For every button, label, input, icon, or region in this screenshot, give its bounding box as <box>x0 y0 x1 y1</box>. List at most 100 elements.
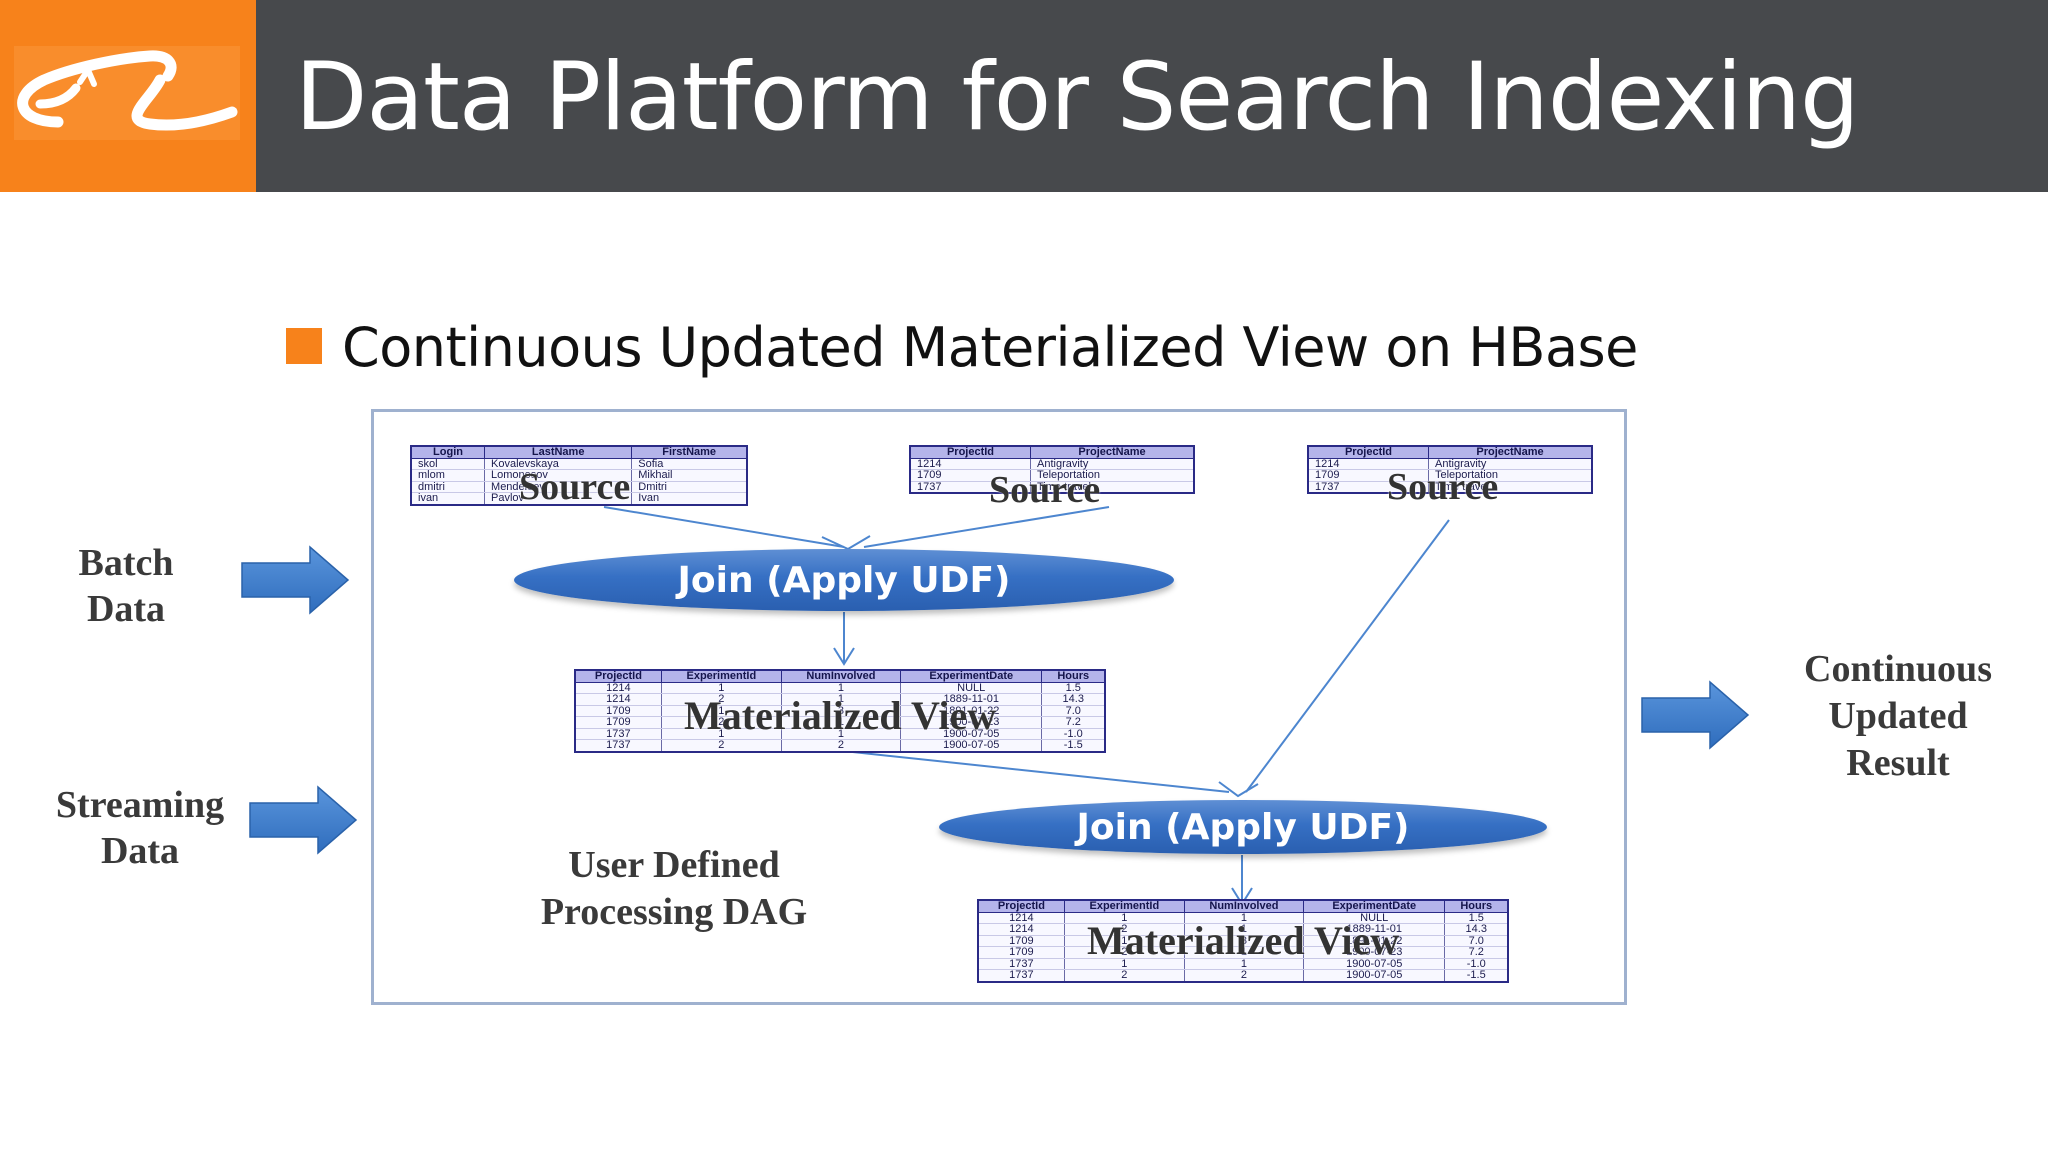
table-cell: 1737 <box>910 481 1031 494</box>
join-node-1: Join (Apply UDF) <box>514 549 1174 611</box>
table-cell: 1900-07-23 <box>1303 946 1446 959</box>
continuous-result-label: Continuous Updated Result <box>1770 646 2026 787</box>
table-cell: 2 <box>661 693 782 706</box>
table-header: NumInvolved <box>781 670 901 683</box>
table-cell: 3 <box>781 705 901 717</box>
table-cell: 1 <box>661 705 782 717</box>
alibaba-logo-icon <box>14 46 240 140</box>
table-cell: 1 <box>781 728 901 740</box>
table-cell: Teleportation <box>1428 469 1593 482</box>
table-header: ExperimentDate <box>900 670 1043 683</box>
table-cell: Mikhail <box>631 469 748 482</box>
table-cell: skol <box>411 458 486 470</box>
table-cell: 1214 <box>575 693 662 706</box>
table-cell: 2 <box>661 716 782 729</box>
table-cell: 1709 <box>978 946 1065 959</box>
table-cell: 2 <box>1184 969 1304 982</box>
table-cell: 7.2 <box>1041 716 1106 729</box>
table-header: Login <box>411 446 486 459</box>
table-cell: 1214 <box>978 912 1065 924</box>
table-header: Hours <box>1444 900 1509 913</box>
table-cell: 1 <box>1184 923 1304 936</box>
table-cell: 1889-11-01 <box>1303 923 1446 936</box>
table-header: ProjectId <box>1308 446 1429 459</box>
table-cell: 1 <box>661 728 782 740</box>
table-cell: -1.0 <box>1041 728 1106 740</box>
edge-source2-join1 <box>863 506 1110 548</box>
join-node-2: Join (Apply UDF) <box>939 800 1547 854</box>
streaming-input-arrow-icon <box>249 785 358 855</box>
table-cell: -1.5 <box>1041 739 1106 752</box>
table-cell: 1891-01-22 <box>1303 935 1446 947</box>
table-header: NumInvolved <box>1184 900 1304 913</box>
table-header: LastName <box>484 446 633 459</box>
table-header: ExperimentId <box>661 670 782 683</box>
dag-caption-line-1: User Defined <box>568 844 780 886</box>
table-cell: 1900-07-23 <box>900 716 1043 729</box>
table-cell: 2 <box>1064 969 1185 982</box>
header-bar: Data Platform for Search Indexing <box>0 0 2048 192</box>
table-cell: 1 <box>661 682 782 694</box>
table-header: FirstName <box>631 446 748 459</box>
table-cell: 1214 <box>1308 458 1429 470</box>
arrowhead-join1 <box>821 535 871 551</box>
batch-data-label: Batch Data <box>56 540 196 632</box>
table-cell: -1.5 <box>1444 969 1509 982</box>
table-cell: 1900-07-05 <box>1303 969 1446 982</box>
table-cell: 7.0 <box>1041 705 1106 717</box>
table-header: ProjectId <box>575 670 662 683</box>
table-cell: 1 <box>781 682 901 694</box>
edge-source3-join2 <box>1245 519 1450 793</box>
table-cell: ivan <box>411 492 486 505</box>
slide-subtitle: Continuous Updated Materialized View on … <box>342 316 1638 379</box>
table-cell: Lomonosov <box>484 469 633 482</box>
table-cell: -1.0 <box>1444 958 1509 970</box>
table-header: ExperimentId <box>1064 900 1185 913</box>
table-cell: 1 <box>781 716 901 729</box>
table-cell: Antigravity <box>1030 458 1195 470</box>
arrowhead-join2 <box>1218 781 1259 798</box>
table-cell: 1709 <box>1308 469 1429 482</box>
table-header: ProjectId <box>978 900 1065 913</box>
bullet-square-icon <box>286 328 322 364</box>
table-cell: 1737 <box>575 739 662 752</box>
table-header: ProjectName <box>1428 446 1593 459</box>
table-cell: 14.3 <box>1444 923 1509 936</box>
table-cell: 14.3 <box>1041 693 1106 706</box>
table-cell: 1737 <box>978 969 1065 982</box>
materialized-view-table-2: ProjectId ExperimentId NumInvolved Exper… <box>977 899 1509 983</box>
source-label-3: Source <box>1387 466 1499 508</box>
table-header: ExperimentDate <box>1303 900 1446 913</box>
table-cell: 1 <box>1064 935 1185 947</box>
batch-input-arrow-icon <box>241 545 350 615</box>
table-cell: 7.2 <box>1444 946 1509 959</box>
table-cell: Kovalevskaya <box>484 458 633 470</box>
materialized-view-label-2: Materialized View <box>1087 918 1400 963</box>
table-cell: 1709 <box>978 935 1065 947</box>
logo <box>0 0 256 192</box>
table-header: ProjectId <box>910 446 1031 459</box>
result-line-3: Result <box>1846 742 1950 784</box>
table-cell: Sofia <box>631 458 748 470</box>
table-cell: Time travel <box>1030 481 1195 494</box>
table-cell: Teleportation <box>1030 469 1195 482</box>
table-cell: 2 <box>1064 946 1185 959</box>
table-cell: dmitri <box>411 481 486 493</box>
materialized-view-table-1: ProjectId ExperimentId NumInvolved Exper… <box>574 669 1106 753</box>
table-cell: NULL <box>1303 912 1446 924</box>
